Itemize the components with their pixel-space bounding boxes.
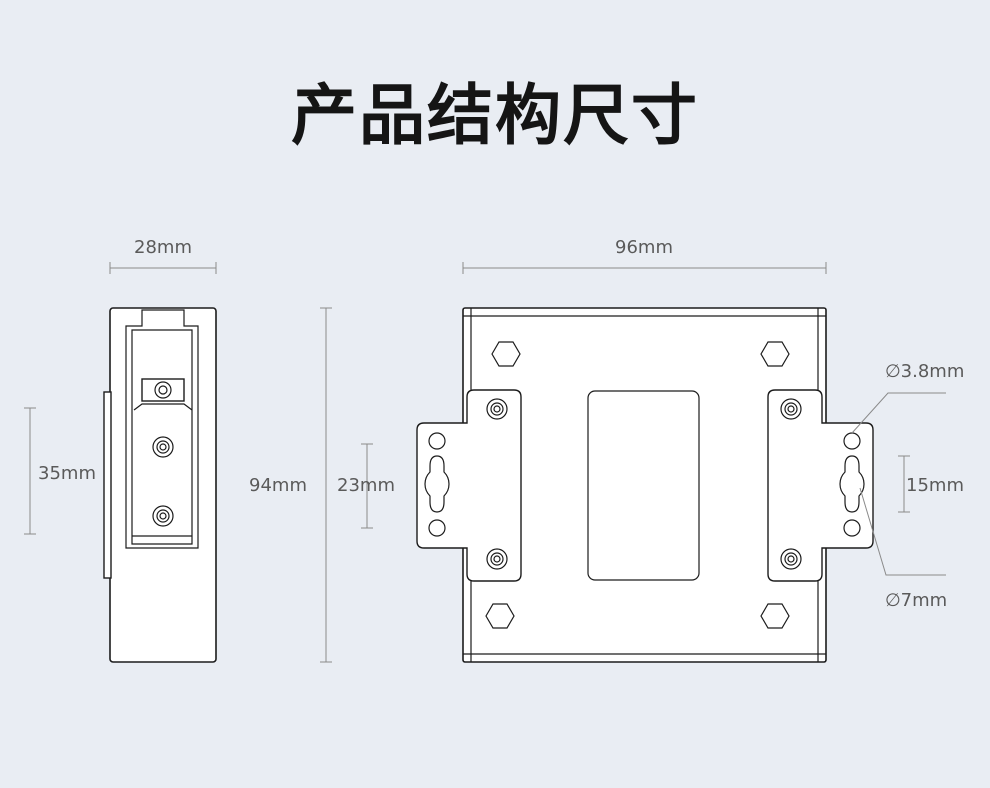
side-screw-1-inner <box>159 443 167 451</box>
right-bracket-screw-bottom-outer <box>780 548 802 570</box>
right-bracket-screw-top-inner <box>787 405 795 413</box>
right-bracket-screw-top-mid <box>784 402 798 416</box>
front-vertical-dims: 94mm 23mm <box>249 307 395 663</box>
side-screw-2-outer <box>152 505 174 527</box>
side-width-label: 28mm <box>134 237 192 258</box>
left-bracket-screw-bottom-mid <box>490 552 504 566</box>
hex-nut-bottom-right <box>760 603 790 629</box>
latch-screw-inner <box>158 385 168 395</box>
left-small-hole-top <box>428 432 446 450</box>
left-bracket-screw-top-inner <box>493 405 501 413</box>
hex-nut-top-left <box>491 341 521 367</box>
left-keyhole-slot <box>424 455 450 513</box>
right-bracket-screw-top-outer <box>780 398 802 420</box>
small-hole-leader <box>851 392 946 434</box>
left-bracket-screw-bottom-inner <box>493 555 501 563</box>
page-title: 产品结构尺寸 <box>291 77 699 154</box>
rail-height-label: 35mm <box>38 463 96 484</box>
side-screw-1-outer <box>152 436 174 458</box>
side-view: 28mm 35mm <box>24 237 217 663</box>
din-clip-inner <box>131 329 193 545</box>
hex-nut-bottom-left <box>485 603 515 629</box>
latch-screw-outer <box>154 381 172 399</box>
left-bracket-screw-top-mid <box>490 402 504 416</box>
height-label: 94mm <box>249 475 307 496</box>
hex-nut-top-right <box>760 341 790 367</box>
side-screw-2-inner <box>159 512 167 520</box>
left-bracket-screw-top-outer <box>486 398 508 420</box>
clip-latch <box>141 378 185 402</box>
small-hole-label: ∅3.8mm <box>885 361 964 382</box>
din-clip-outline <box>125 309 199 549</box>
right-bracket-screw-bottom-mid <box>784 552 798 566</box>
side-screw-2-mid <box>156 509 170 523</box>
right-keyhole-slot <box>839 455 865 513</box>
front-view: 96mm <box>416 237 964 663</box>
slot-spacing-label: 15mm <box>906 475 964 496</box>
right-small-hole-bottom <box>843 519 861 537</box>
front-width-label: 96mm <box>615 237 673 258</box>
side-rail-flange <box>103 391 112 579</box>
center-label-plate <box>587 390 700 581</box>
clip-spring-edge <box>133 403 193 411</box>
side-screw-1-mid <box>156 440 170 454</box>
large-hole-leader <box>859 487 946 576</box>
left-small-hole-bottom <box>428 519 446 537</box>
left-bracket-screw-bottom-outer <box>486 548 508 570</box>
left-mount-bracket <box>416 389 522 582</box>
large-hole-label: ∅7mm <box>885 590 947 611</box>
bracket-label: 23mm <box>337 475 395 496</box>
right-bracket-screw-bottom-inner <box>787 555 795 563</box>
